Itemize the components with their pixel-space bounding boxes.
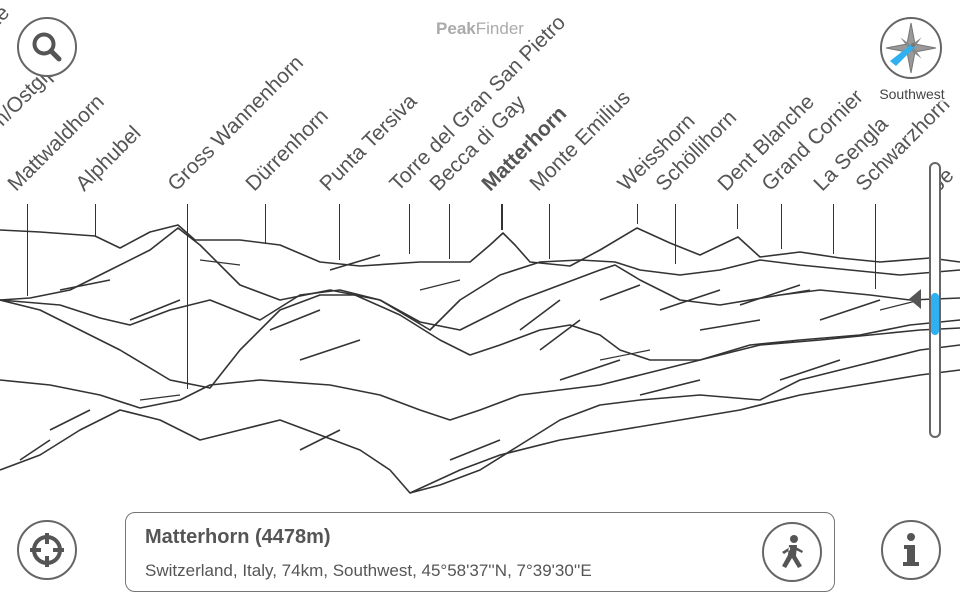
peak-marker-line — [737, 204, 738, 229]
peak-marker-line — [781, 204, 782, 249]
peak-info-title: Matterhorn (4478m) — [145, 526, 331, 548]
peak-marker-line — [549, 204, 550, 259]
hiking-button[interactable] — [762, 522, 822, 582]
peak-marker-line — [833, 204, 834, 254]
peak-marker-line — [675, 204, 676, 264]
ridge-line — [139, 259, 921, 401]
peak-marker-line — [875, 204, 876, 289]
app-title-rest: Finder — [475, 19, 524, 38]
peak-marker-line — [339, 204, 340, 260]
peak-marker-line — [27, 204, 28, 296]
search-icon — [32, 32, 62, 62]
compass-icon — [885, 22, 937, 74]
peak-marker-line — [265, 204, 266, 244]
hiker-icon — [782, 535, 803, 568]
peak-marker-line — [409, 204, 410, 254]
ridge-line — [0, 224, 960, 267]
zoom-slider-thumb[interactable] — [931, 293, 939, 335]
ridge-line — [0, 327, 960, 421]
peak-marker-line — [95, 204, 96, 236]
info-icon — [903, 533, 919, 566]
app-title-bold: Peak — [436, 19, 476, 38]
app-title: PeakFinder — [0, 19, 960, 39]
search-button[interactable] — [17, 17, 77, 77]
ridge-line — [0, 344, 960, 494]
peak-info-details: Switzerland, Italy, 74km, Southwest, 45°… — [145, 561, 592, 580]
ridge-line — [19, 254, 881, 461]
locate-button[interactable] — [17, 520, 77, 580]
info-button[interactable] — [881, 520, 941, 580]
slider-left-arrow-icon — [909, 289, 921, 309]
peak-info-panel[interactable]: Matterhorn (4478m) Switzerland, Italy, 7… — [125, 512, 835, 592]
peak-marker-line — [637, 204, 638, 224]
ridge-line — [0, 294, 960, 389]
compass-button[interactable] — [880, 17, 942, 79]
ridge-line — [409, 369, 960, 494]
peak-marker-line — [187, 204, 188, 389]
ridge-line — [0, 227, 960, 331]
crosshair-icon — [30, 533, 64, 567]
ridge-line — [0, 264, 960, 331]
peak-marker-line — [501, 204, 503, 230]
compass-direction: Southwest — [870, 86, 954, 102]
peak-marker-line — [449, 204, 450, 259]
